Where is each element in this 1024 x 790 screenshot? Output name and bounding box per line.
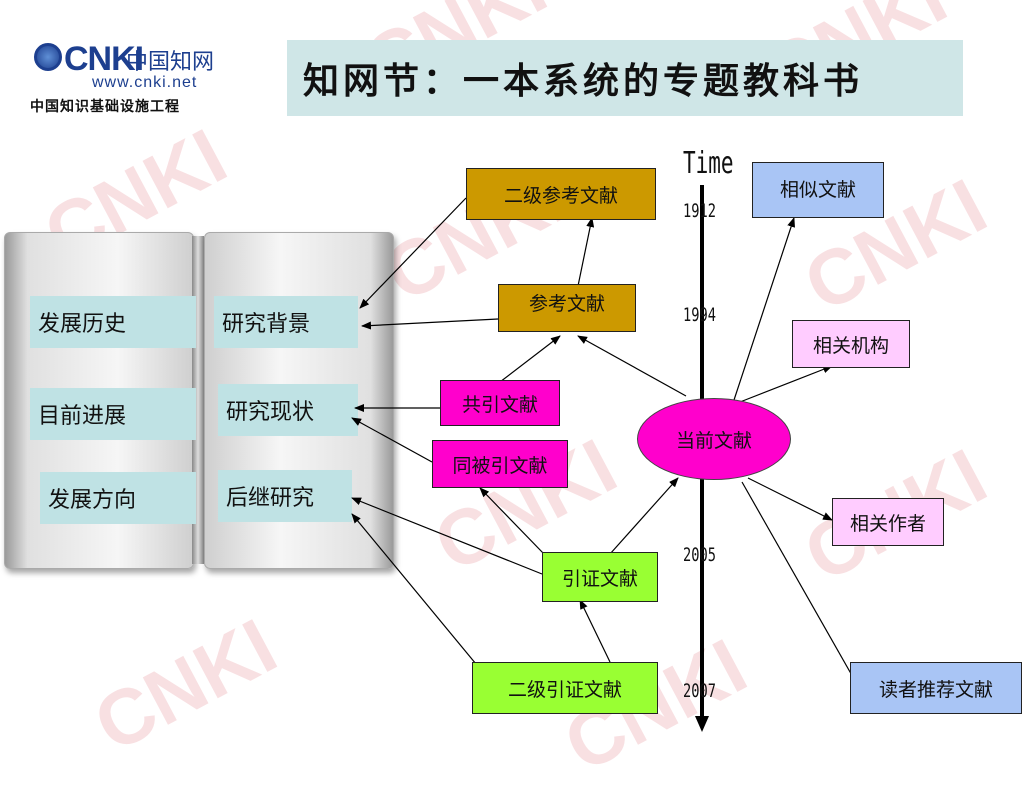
year-label: 1912 — [683, 200, 716, 222]
label-current-progress: 目前进展 — [30, 388, 196, 440]
node-secondary-reference: 二级参考文献 — [466, 168, 656, 220]
watermark: CNKI — [80, 601, 290, 769]
node-secondary-citing: 二级引证文献 — [472, 662, 658, 714]
logo-chinese-name: 中国知网 — [126, 50, 215, 75]
node-cocited: 共引文献 — [440, 380, 560, 426]
page-title: 知网节：一本系统的专题教科书 — [287, 40, 963, 116]
year-label: 2005 — [683, 544, 716, 566]
node-similar: 相似文献 — [752, 162, 884, 218]
node-co-cited-by: 同被引文献 — [432, 440, 568, 488]
logo-mark: CNKI — [64, 40, 144, 78]
year-label: 1994 — [683, 304, 716, 326]
node-current: 当前文献 — [637, 398, 791, 480]
label-research-background: 研究背景 — [214, 296, 358, 348]
logo-url: www.cnki.net — [92, 74, 198, 91]
label-research-status: 研究现状 — [218, 384, 358, 436]
label-follow-up-research: 后继研究 — [218, 470, 352, 522]
label-development-direction: 发展方向 — [40, 472, 196, 524]
node-reference: 参考文献 — [498, 284, 636, 332]
label-development-history: 发展历史 — [30, 296, 196, 348]
node-related-institution: 相关机构 — [792, 320, 910, 368]
globe-icon — [34, 43, 62, 71]
node-citing: 引证文献 — [542, 552, 658, 602]
year-label: 2007 — [683, 680, 716, 702]
node-related-author: 相关作者 — [832, 498, 944, 546]
cnki-logo: CNKI 中国知网 www.cnki.net 中国知识基础设施工程 — [30, 40, 245, 118]
node-reader-recommended: 读者推荐文献 — [850, 662, 1022, 714]
logo-subtitle: 中国知识基础设施工程 — [30, 98, 180, 114]
timeline-label: Time — [683, 146, 734, 181]
